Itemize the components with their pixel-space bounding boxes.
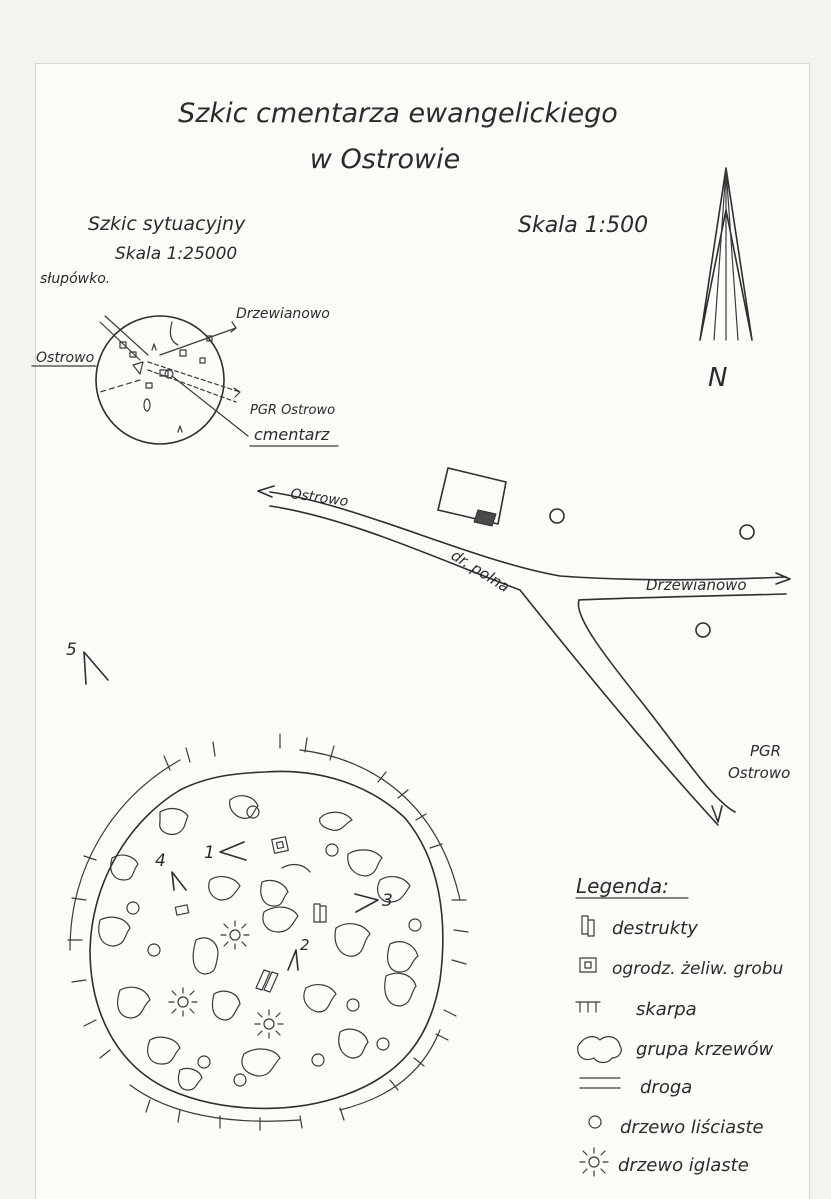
page-title-line2: w Ostrowie	[310, 144, 460, 175]
deciduous-tree-icon	[695, 622, 711, 638]
deciduous-tree-icon	[739, 524, 755, 540]
situation-label-slupowko: słupówko.	[40, 271, 110, 287]
conifer-tree-icon	[579, 1147, 609, 1177]
situation-label-pgr: PGR Ostrowo	[250, 403, 335, 418]
deciduous-tree-icon	[588, 1115, 602, 1129]
escarpment-icon	[575, 1001, 601, 1013]
view-arrow-icon	[83, 651, 109, 685]
legend-label-iglaste: drzewo iglaste	[618, 1155, 749, 1176]
road-network	[257, 485, 791, 826]
road-label-drzewianowo: Drzewianowo	[646, 576, 747, 594]
situation-scale: Skala 1:25000	[115, 244, 237, 264]
bush-group-icon	[98, 795, 419, 1091]
cemetery-plan	[67, 733, 469, 1131]
legend-label-bushes: grupa krzewów	[636, 1039, 773, 1060]
legend-label-destrukty: destrukty	[612, 918, 698, 939]
situation-sketch	[95, 315, 249, 445]
bush-icon	[577, 1036, 622, 1064]
legend-label-droga: droga	[640, 1077, 692, 1098]
road-label-pgr-line2: Ostrowo	[728, 764, 790, 782]
road-label-ostrowo: Ostrowo	[289, 486, 349, 510]
grave-fences	[174, 836, 289, 916]
map-scale: Skala 1:500	[518, 213, 648, 238]
escarpment-icon	[67, 733, 469, 1131]
view-mark-3: 3	[382, 891, 393, 911]
legend-title: Legenda:	[576, 874, 669, 898]
ruins	[255, 903, 327, 993]
situation-label-cmentarz: cmentarz	[254, 425, 330, 444]
fence-icon	[579, 957, 597, 973]
paper-page	[36, 64, 809, 1199]
north-arrow-icon	[699, 167, 753, 341]
north-label: N	[708, 363, 727, 393]
situation-label-ostrowo: Ostrowo	[36, 350, 94, 366]
building	[437, 467, 507, 527]
view-mark-2: 2	[300, 936, 310, 954]
legend-label-ogrodz: ogrodz. żeliw. grobu	[612, 959, 784, 979]
view-mark-4: 4	[155, 851, 166, 871]
page-title-line1: Szkic cmentarza ewangelickiego	[178, 98, 618, 129]
legend-label-lisciaste: drzewo liściaste	[620, 1117, 764, 1138]
deciduous-tree-icon	[549, 508, 565, 524]
view-mark-5: 5	[66, 640, 77, 660]
conifer-trees	[168, 920, 284, 1039]
legend: Legenda: destrukty ogrodz. żeliw. grobu …	[575, 874, 784, 1177]
view-mark-1: 1	[204, 843, 215, 863]
view-arrows	[171, 841, 379, 971]
road-icon	[579, 1077, 621, 1089]
ruin-icon	[581, 915, 595, 937]
deciduous-trees	[126, 805, 422, 1087]
road-label-pgr-line1: PGR	[750, 742, 781, 760]
road-label-polna: dr. polna	[448, 546, 513, 596]
legend-label-skarpa: skarpa	[636, 999, 697, 1020]
situation-label-drzewianowo: Drzewianowo	[236, 306, 330, 322]
situation-title: Szkic sytuacyjny	[88, 213, 246, 235]
